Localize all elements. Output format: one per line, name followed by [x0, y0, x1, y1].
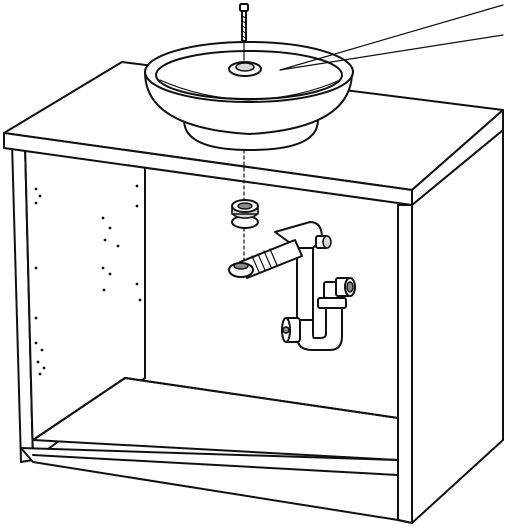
pointer-line [279, 4, 504, 71]
shelf-pin-holes [34, 184, 142, 376]
cabinet-front-rail [20, 447, 399, 521]
wall-outlet-pipe [335, 277, 356, 297]
cabinet-frame [11, 129, 504, 524]
cabinet-right-panel [397, 204, 413, 524]
countertop-side-edge [411, 109, 504, 206]
gasket [231, 199, 259, 229]
p-trap [228, 221, 356, 351]
washbasin [144, 41, 354, 151]
drain-flange [228, 61, 262, 77]
drain-screw [239, 3, 249, 61]
